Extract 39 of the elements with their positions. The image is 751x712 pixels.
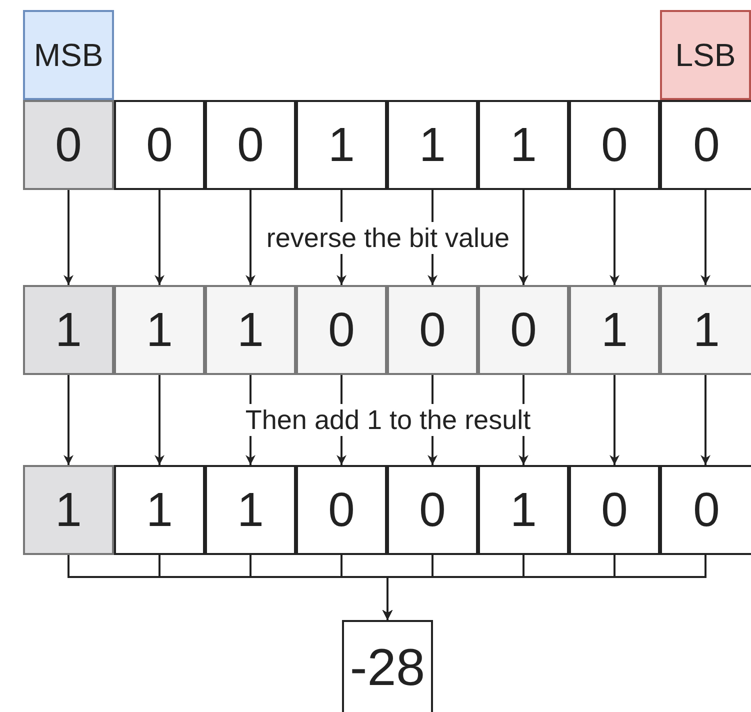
bit-cell: 1 [114,285,205,375]
arrow [64,375,74,465]
bit-cell: 0 [114,100,205,190]
bit-cell: 0 [569,100,660,190]
arrow [382,555,706,620]
msb-label-box: MSB [23,10,114,100]
bit-cell: 0 [296,285,387,375]
lsb-label-box: LSB [660,10,751,100]
arrow [246,190,256,285]
arrow [154,190,164,285]
bit-cell: 0 [387,465,478,555]
step-note: Then add 1 to the result [243,404,533,436]
bit-cell: 0 [569,465,660,555]
bit-cell: 0 [478,285,569,375]
result-box: -28 [342,620,433,712]
bit-cell: 0 [23,100,114,190]
bit-cell: 1 [205,465,296,555]
bit-cell: 1 [23,465,114,555]
bit-cell: 0 [660,465,751,555]
arrow [154,375,164,465]
arrow [610,190,620,285]
bit-cell: 0 [296,465,387,555]
bit-cell: 0 [205,100,296,190]
bit-cell: 1 [387,100,478,190]
bit-cell: 1 [296,100,387,190]
bit-cell: 1 [660,285,751,375]
arrow [700,190,710,285]
bit-cell: 1 [478,465,569,555]
bit-cell: 1 [114,465,205,555]
bit-cell: 1 [569,285,660,375]
arrow [610,375,620,465]
arrow [700,375,710,465]
bit-cell: 0 [660,100,751,190]
bit-cell: 1 [478,100,569,190]
bit-cell: 1 [23,285,114,375]
bit-cell: 1 [205,285,296,375]
arrow [64,190,74,285]
arrow [518,190,528,285]
bit-cell: 0 [387,285,478,375]
